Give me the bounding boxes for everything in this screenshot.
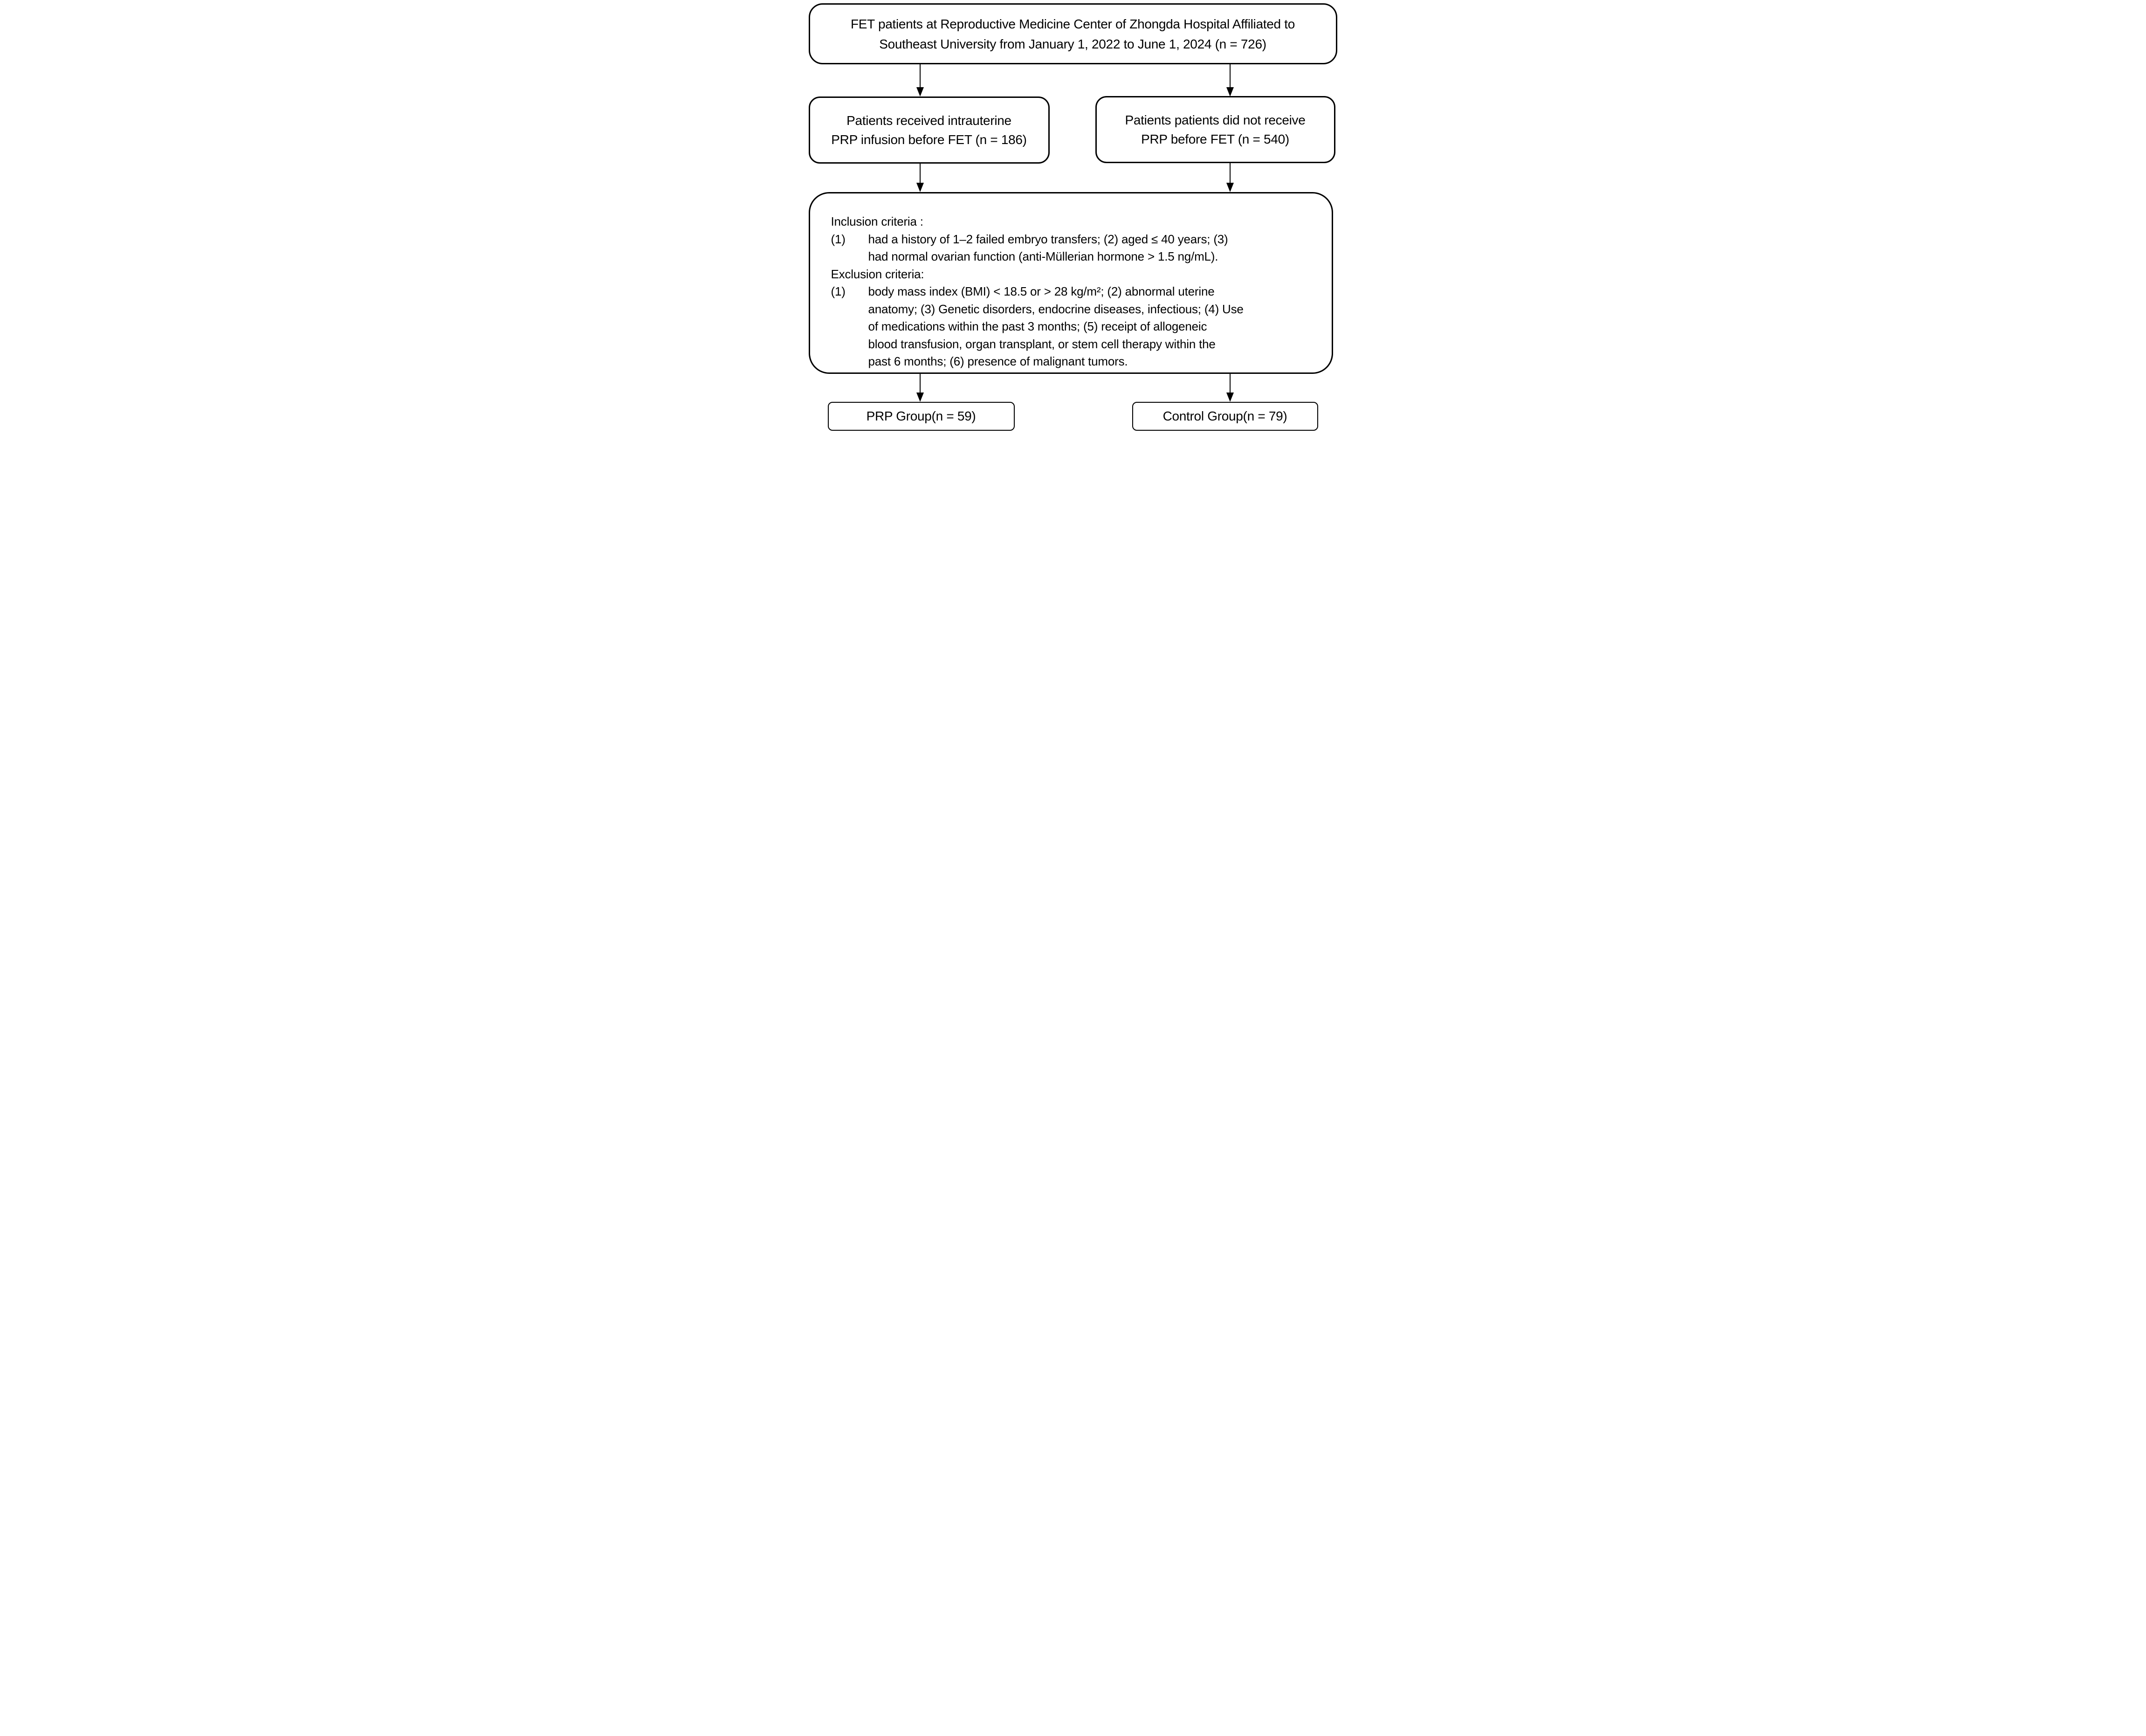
criteria-row: past 6 months; (6) presence of malignant… <box>831 353 1322 371</box>
arrow-head-icon <box>916 183 924 192</box>
arrow-head-icon <box>916 393 924 402</box>
no-prp-box-line-1: Patients patients did not receive <box>1125 113 1306 127</box>
criteria-row-text: blood transfusion, organ transplant, or … <box>868 337 1216 351</box>
criteria-row-text: of medications within the past 3 months;… <box>868 319 1207 333</box>
criteria-row: anatomy; (3) Genetic disorders, endocrin… <box>831 301 1322 318</box>
no-prp-box: Patients patients did not receive PRP be… <box>1095 96 1335 163</box>
arrow-shaft <box>919 64 921 88</box>
arrow-head-icon <box>1226 87 1234 96</box>
criteria-row-label: (1) <box>831 232 846 246</box>
criteria-row-text: had normal ovarian function (anti-Müller… <box>868 249 1218 263</box>
prp-infusion-box: Patients received intrauterine PRP infus… <box>808 96 1050 164</box>
criteria-row: of medications within the past 3 months;… <box>831 318 1322 336</box>
arrow-prp-to-criteria-icon <box>916 164 924 192</box>
arrow-shaft <box>1229 374 1231 393</box>
control-group-box-label: Control Group(n = 79) <box>1162 409 1287 423</box>
criteria-box: Inclusion criteria : (1) had a history o… <box>808 192 1333 374</box>
criteria-row-text: had a history of 1–2 failed embryo trans… <box>868 232 1228 246</box>
criteria-row-text: anatomy; (3) Genetic disorders, endocrin… <box>868 302 1244 316</box>
arrow-criteria-to-prp-group-icon <box>916 374 924 402</box>
criteria-row: (1) had a history of 1–2 failed embryo t… <box>831 231 1322 248</box>
arrow-shaft <box>919 164 921 184</box>
criteria-row: (1) body mass index (BMI) < 18.5 or > 28… <box>831 283 1322 301</box>
criteria-row: Exclusion criteria: <box>831 266 1322 283</box>
criteria-row: blood transfusion, organ transplant, or … <box>831 336 1322 353</box>
arrow-shaft <box>919 374 921 393</box>
prp-infusion-box-line-1: Patients received intrauterine <box>846 113 1011 128</box>
arrow-head-icon <box>916 87 924 96</box>
arrow-top-to-prp-icon <box>916 64 924 96</box>
criteria-row-text: body mass index (BMI) < 18.5 or > 28 kg/… <box>868 284 1215 298</box>
arrow-criteria-to-control-group-icon <box>1226 374 1234 402</box>
flowchart-canvas: FET patients at Reproductive Medicine Ce… <box>805 0 1341 434</box>
control-group-box: Control Group(n = 79) <box>1132 402 1318 431</box>
criteria-row-label: (1) <box>831 284 846 298</box>
no-prp-box-line-2: PRP before FET (n = 540) <box>1141 132 1289 146</box>
arrow-top-to-control-icon <box>1226 64 1234 96</box>
prp-group-box-label: PRP Group(n = 59) <box>866 409 976 423</box>
arrow-control-to-criteria-icon <box>1226 163 1234 192</box>
arrow-head-icon <box>1226 393 1234 402</box>
prp-group-box: PRP Group(n = 59) <box>827 402 1015 431</box>
criteria-row-text: Inclusion criteria : <box>831 214 924 228</box>
criteria-row-text: past 6 months; (6) presence of malignant… <box>868 354 1128 368</box>
prp-infusion-box-line-2: PRP infusion before FET (n = 186) <box>831 132 1027 147</box>
arrow-head-icon <box>1226 183 1234 192</box>
criteria-row: Inclusion criteria : <box>831 213 1322 231</box>
top-box-line-2: Southeast University from January 1, 202… <box>879 36 1266 51</box>
criteria-row-text: Exclusion criteria: <box>831 267 924 281</box>
top-box: FET patients at Reproductive Medicine Ce… <box>808 3 1337 64</box>
criteria-row: had normal ovarian function (anti-Müller… <box>831 248 1322 266</box>
arrow-shaft <box>1229 64 1231 88</box>
top-box-line-1: FET patients at Reproductive Medicine Ce… <box>850 16 1295 31</box>
arrow-shaft <box>1229 163 1231 184</box>
